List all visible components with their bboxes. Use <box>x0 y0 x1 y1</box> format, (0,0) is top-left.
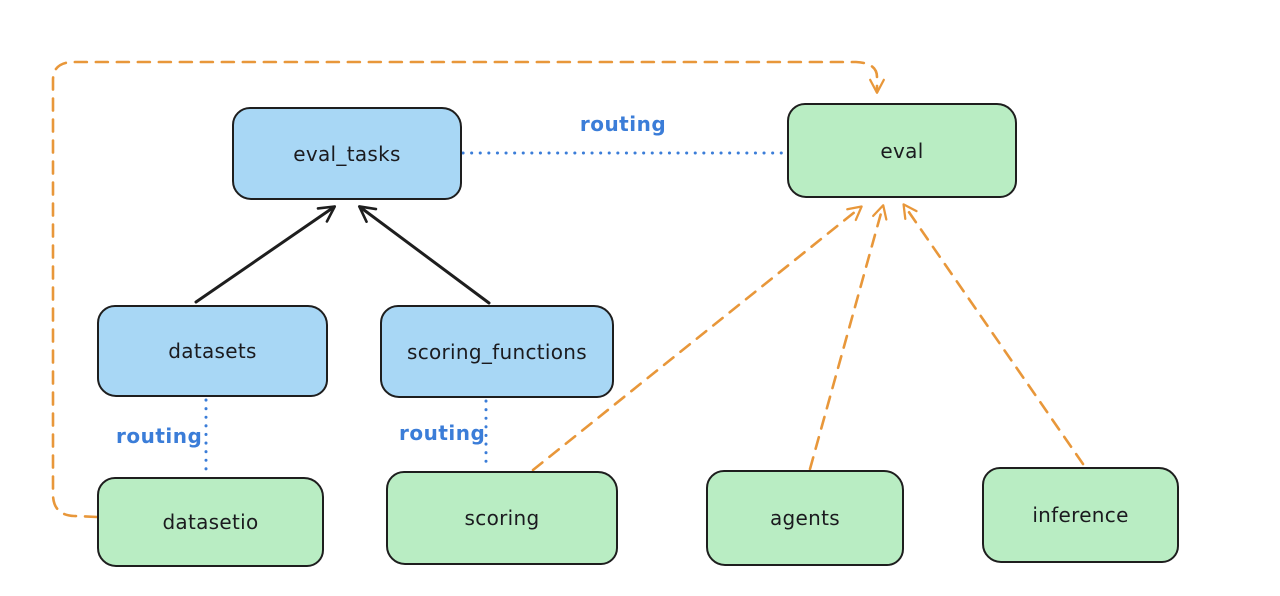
node-eval: eval <box>787 103 1017 198</box>
node-scoring_functions: scoring_functions <box>380 305 614 398</box>
edge-scoring_functions-to-eval_tasks <box>357 205 491 305</box>
node-inference: inference <box>982 467 1179 563</box>
routing-label-datasets-datasetio: routing <box>116 424 203 448</box>
routing-label-eval_tasks-eval: routing <box>579 112 667 136</box>
edge-datasets-to-eval_tasks <box>194 205 337 304</box>
edge-inference-to-eval <box>902 203 1085 466</box>
node-datasets: datasets <box>97 305 328 397</box>
node-datasetio: datasetio <box>97 477 324 567</box>
edge-datasetio-to-eval <box>51 60 885 519</box>
node-eval_tasks: eval_tasks <box>232 107 462 200</box>
edge-scoring-to-eval <box>531 205 863 472</box>
edge-agents-to-eval <box>808 204 888 471</box>
node-agents: agents <box>706 470 904 566</box>
node-scoring: scoring <box>386 471 618 565</box>
routing-label-scoring_functions-scoring: routing <box>399 421 486 445</box>
